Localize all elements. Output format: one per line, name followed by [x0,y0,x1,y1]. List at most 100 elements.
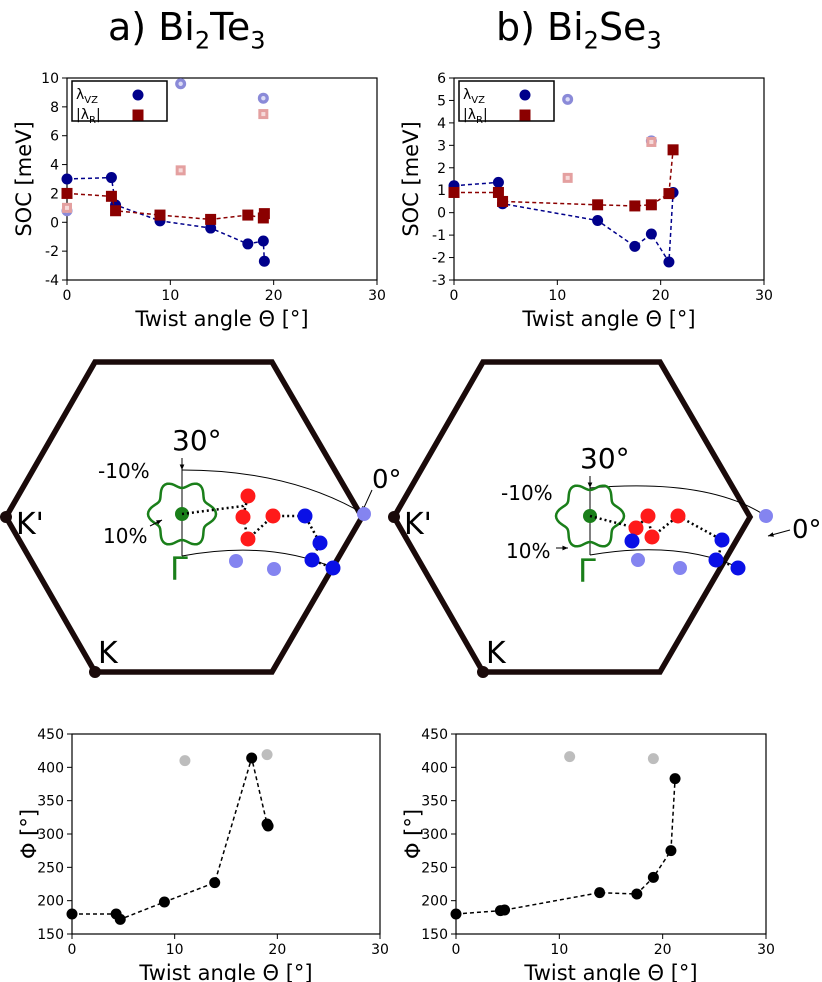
x-tick-label: 10 [550,942,568,958]
y-tick-label: 6 [50,129,59,145]
y-tick-label: -4 [45,273,59,289]
y-tick-label: 1 [437,183,446,199]
faded-circle-point [647,753,659,765]
blue-point [312,535,328,551]
faded-square-center [65,205,69,210]
y-tick-label: 8 [50,100,59,116]
blue-point [730,560,746,576]
y-tick-label: 0 [437,206,446,222]
data-circle-point [246,752,258,764]
x-tick-label: 0 [450,288,459,304]
x-tick-label: 30 [371,942,389,958]
red-point [265,508,281,524]
y-tick-label: 450 [37,727,64,743]
legend-circle-marker [519,89,531,101]
y-tick-label: 3 [437,138,446,154]
y-tick-label: 200 [37,894,64,910]
legend-label-sub: VZ [84,95,98,106]
header-a-sub1: 2 [194,26,211,55]
legend-label: |λR| [463,107,488,126]
data-circle-point [629,240,641,252]
y-tick-label: 300 [421,827,448,843]
k-point [477,666,489,678]
series-line [66,192,266,221]
strain-arc-upper [589,485,767,517]
series-phi [66,749,274,925]
y-tick-label: 400 [421,760,448,776]
legend-label-main: λ [463,87,471,103]
x-axis-label: Twist angle Θ [°] [523,961,697,982]
strain-arc-upper [181,469,365,515]
k-label: K [98,636,119,671]
k-prime-point [0,511,12,523]
angle-0-label: 0° [372,465,402,495]
legend-square-marker [132,109,144,121]
x-tick-label: 20 [654,942,672,958]
red-point [640,508,656,524]
data-circle-point [492,176,504,188]
x-tick-label: 10 [166,942,184,958]
faded-square-center [261,112,266,117]
red-point [240,531,256,547]
k-point [89,666,101,678]
blue-point [624,533,640,549]
x-axis-label: Twist angle Θ [°] [134,307,308,331]
y-tick-label: 2 [50,186,59,202]
legend-label-end: | [483,107,488,123]
data-circle-point [645,228,657,240]
y-tick-label: 250 [421,860,448,876]
data-circle-point [114,913,126,925]
strain-arc-lower [589,549,741,569]
data-circle-point [450,908,462,920]
k-prime-label: K' [404,507,432,542]
data-square-point [110,205,122,217]
data-circle-point [105,172,117,184]
strain-pos-label: 10% [506,539,550,563]
legend-label: |λR| [76,107,101,126]
panel-b-header: b) Bi2Se3 [496,5,662,55]
blue-point [297,508,313,524]
y-axis-label: SOC [meV] [12,121,36,236]
series-line [72,755,269,921]
faded-circle-center [261,96,266,101]
light-blue-point [759,509,773,523]
faded-circle-point [261,749,273,761]
light-blue-point [357,507,371,521]
data-square-point [592,199,604,211]
data-circle-point [631,888,643,900]
data-circle-point [242,238,254,250]
faded-circle-center [565,97,570,102]
light-blue-point [267,562,281,576]
annotation-arrowhead [562,545,568,551]
x-axis-label: Twist angle Θ [°] [521,307,695,331]
legend-label-sub: R [476,115,483,126]
annotation-arrowhead [179,464,185,470]
gamma-contour [554,484,626,548]
k-label: K [486,636,507,671]
light-blue-point [229,554,243,568]
light-blue-point [631,553,645,567]
data-square-point [497,195,509,207]
data-circle-point [262,820,274,832]
legend-label: λVZ [76,87,98,106]
data-square-point [667,144,679,156]
y-axis-label: Φ [°] [401,809,425,859]
series-line [66,176,266,262]
y-axis-label: Φ [°] [17,809,41,859]
faded-circle-center [178,81,183,86]
data-circle-point [665,845,677,857]
angle-0-label: 0° [792,515,822,545]
gamma-contour [146,482,218,546]
y-tick-label: 250 [37,860,64,876]
annotation-arrowhead [587,482,593,488]
data-circle-point [499,904,511,916]
x-tick-label: 20 [265,288,283,304]
annotation-arrowhead [156,520,162,525]
gamma-label: Γ [578,552,596,590]
data-circle-point [257,235,269,247]
red-point [235,509,251,525]
y-tick-label: 200 [421,894,448,910]
